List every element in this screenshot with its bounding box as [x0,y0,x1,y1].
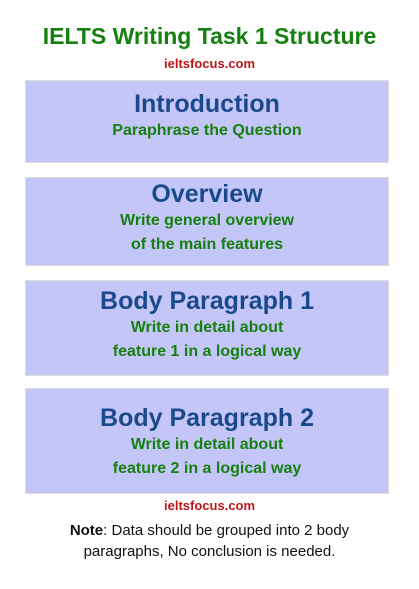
section-overview: Overview Write general overview of the m… [25,177,389,266]
page-title: IELTS Writing Task 1 Structure [42,23,377,49]
note: Note: Data should be grouped into 2 body… [0,520,419,562]
section-heading: Body Paragraph 1 [100,287,314,315]
section-heading: Introduction [134,90,280,118]
site-url-top: ieltsfocus.com [163,56,256,71]
section-text: Write in detail about [130,436,284,453]
section-introduction: Introduction Paraphrase the Question [25,80,389,163]
note-line-1: Note: Data should be grouped into 2 body [0,520,419,541]
note-line-2: paragraphs, No conclusion is needed. [83,543,336,560]
note-label: Note [69,522,104,539]
section-text: feature 2 in a logical way [112,460,302,477]
section-body-paragraph-2: Body Paragraph 2 Write in detail about f… [25,388,389,494]
section-text: of the main features [130,236,284,253]
section-text: Write general overview [120,212,294,229]
section-heading: Body Paragraph 2 [100,404,314,432]
section-heading: Overview [151,180,263,208]
section-text: Paraphrase the Question [112,122,302,139]
section-text: Write in detail about [130,319,284,336]
section-text: feature 1 in a logical way [112,343,302,360]
site-url-bottom: ieltsfocus.com [163,498,256,513]
section-body-paragraph-1: Body Paragraph 1 Write in detail about f… [25,280,389,376]
note-text: : Data should be grouped into 2 body [103,522,350,539]
